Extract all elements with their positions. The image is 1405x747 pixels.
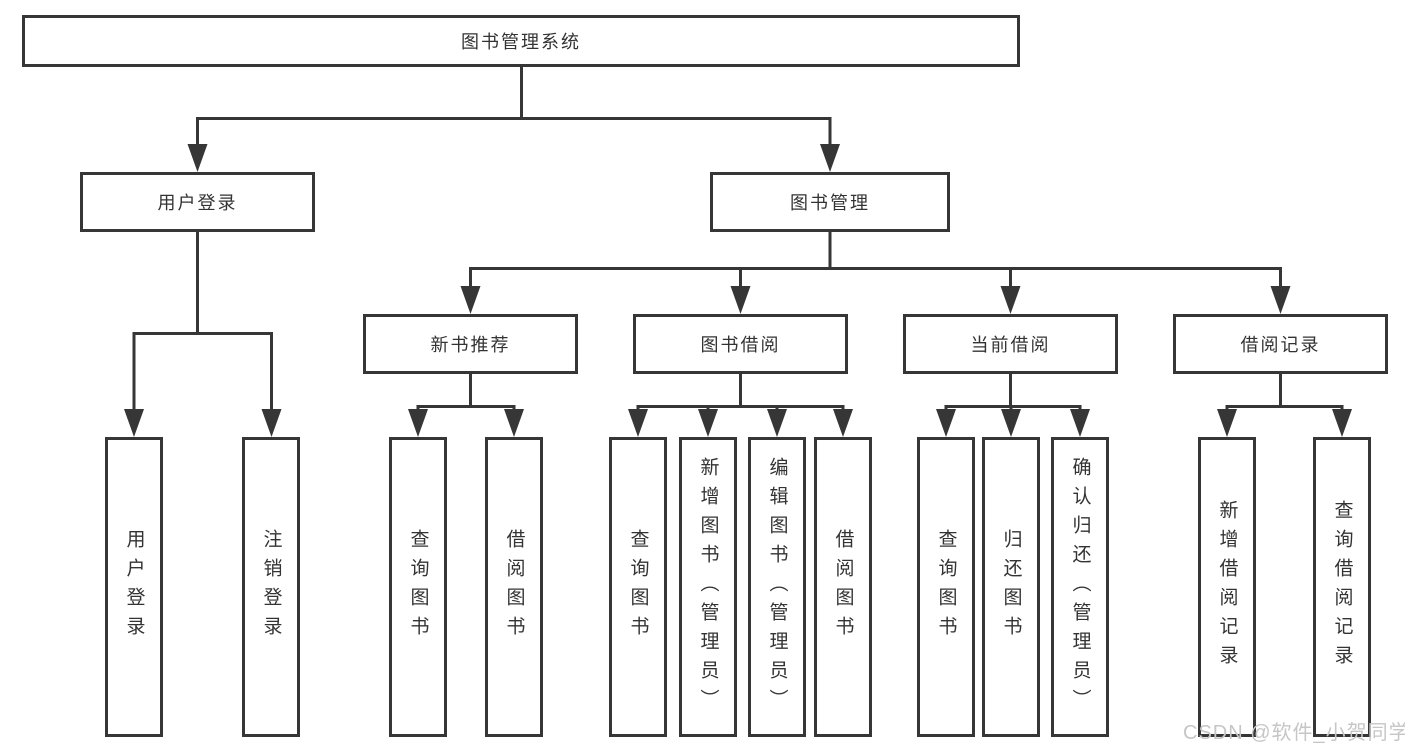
node-root-label: 图书管理系统 — [461, 32, 581, 52]
leaf-confirm-return-admin: 确认归还（管理员） — [1051, 437, 1109, 737]
connector-root-to-level2 — [187, 67, 840, 172]
node-user-login: 用户登录 — [80, 172, 315, 232]
leaf-query-books-recommend-label: 查询图书 — [407, 529, 429, 645]
watermark-text: CSDN @软件_小贺同学 — [1183, 722, 1405, 744]
node-current-borrowing-label: 当前借阅 — [970, 335, 1051, 355]
leaf-return-books: 归还图书 — [982, 437, 1040, 737]
connector-user-login-to-leaves — [124, 232, 282, 437]
leaf-add-borrow-record-label: 新增借阅记录 — [1216, 500, 1238, 674]
node-book-borrowing-label: 图书借阅 — [700, 335, 781, 355]
leaf-user-login-label: 用户登录 — [123, 529, 145, 645]
leaf-logout: 注销登录 — [242, 437, 300, 737]
leaf-query-books-current-label: 查询图书 — [935, 529, 957, 645]
connector-new-book-recommend-to-leaves — [408, 374, 524, 437]
node-new-book-recommend-label: 新书推荐 — [430, 335, 511, 355]
leaf-borrow-books-borrowing: 借阅图书 — [814, 437, 872, 737]
node-borrowing-records: 借阅记录 — [1173, 314, 1388, 374]
node-new-book-recommend: 新书推荐 — [363, 314, 578, 374]
leaf-confirm-return-admin-label: 确认归还（管理员） — [1069, 456, 1091, 718]
leaf-query-books-current: 查询图书 — [917, 437, 975, 737]
leaf-query-borrow-record-label: 查询借阅记录 — [1331, 500, 1353, 674]
leaf-edit-books-admin: 编辑图书（管理员） — [748, 437, 806, 737]
node-root: 图书管理系统 — [22, 15, 1020, 67]
leaf-logout-label: 注销登录 — [260, 529, 282, 645]
node-current-borrowing: 当前借阅 — [903, 314, 1118, 374]
node-book-management-label: 图书管理 — [790, 193, 870, 213]
leaf-add-books-admin-label: 新增图书（管理员） — [697, 456, 719, 718]
leaf-user-login: 用户登录 — [105, 437, 163, 737]
leaf-add-borrow-record: 新增借阅记录 — [1198, 437, 1256, 737]
leaf-return-books-label: 归还图书 — [1000, 529, 1022, 645]
connector-current-borrowing-to-leaves — [936, 374, 1090, 437]
node-user-login-label: 用户登录 — [157, 193, 238, 213]
node-borrowing-records-label: 借阅记录 — [1240, 335, 1321, 355]
leaf-query-borrow-record: 查询借阅记录 — [1313, 437, 1371, 737]
node-book-management: 图书管理 — [710, 172, 950, 232]
leaf-query-books-borrowing: 查询图书 — [609, 437, 667, 737]
node-book-borrowing: 图书借阅 — [633, 314, 848, 374]
leaf-borrow-books-recommend-label: 借阅图书 — [503, 529, 525, 645]
connector-borrowing-records-to-leaves — [1217, 374, 1352, 437]
connector-book-management-to-level3 — [460, 232, 1291, 314]
leaf-query-books-borrowing-label: 查询图书 — [627, 529, 649, 645]
leaf-borrow-books-recommend: 借阅图书 — [485, 437, 543, 737]
leaf-add-books-admin: 新增图书（管理员） — [679, 437, 737, 737]
leaf-borrow-books-borrowing-label: 借阅图书 — [832, 529, 854, 645]
connector-book-borrowing-to-leaves — [628, 374, 853, 437]
leaf-query-books-recommend: 查询图书 — [389, 437, 447, 737]
leaf-edit-books-admin-label: 编辑图书（管理员） — [766, 456, 788, 718]
